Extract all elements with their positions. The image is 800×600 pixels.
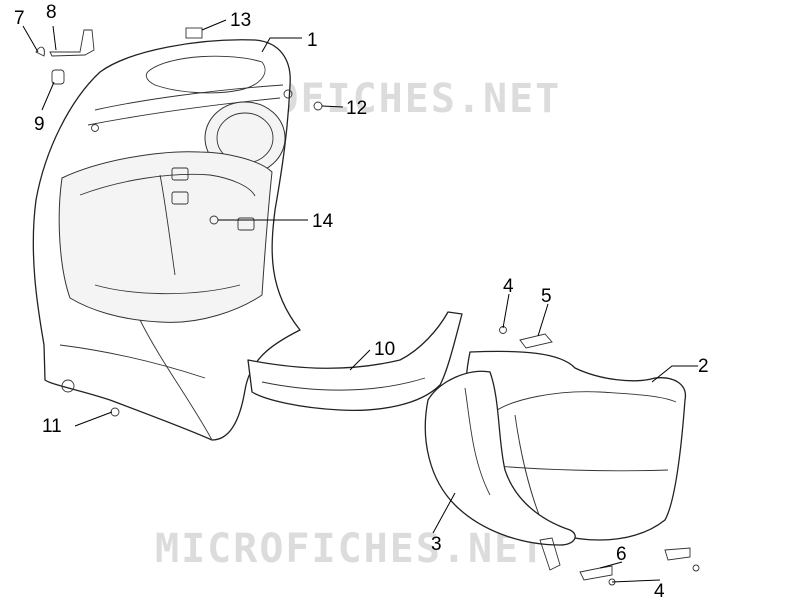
callout-4-bottom: 4 (654, 581, 665, 600)
callout-6: 6 (616, 544, 627, 565)
bracket-8-part (49, 29, 95, 57)
watermark-bottom: MICROFICHES.NET (155, 526, 546, 572)
callout-9: 9 (34, 114, 45, 135)
callout-4-top: 4 (503, 276, 514, 297)
callout-8: 8 (46, 2, 57, 23)
callout-5: 5 (541, 286, 552, 307)
callout-7: 7 (14, 8, 25, 29)
callout-11: 11 (42, 416, 62, 437)
callout-14: 14 (312, 211, 334, 232)
callout-12: 12 (346, 98, 367, 119)
front-shield-part (32, 39, 301, 441)
callout-1: 1 (307, 30, 318, 51)
callout-2: 2 (698, 356, 709, 377)
screw-11-part (110, 407, 120, 417)
callout-13: 13 (230, 10, 251, 31)
clip-5-part (519, 333, 553, 349)
left-side-panel-part (424, 370, 576, 546)
callout-10: 10 (374, 339, 395, 360)
bracket-6-part (539, 537, 691, 581)
clip-13-part (185, 27, 203, 39)
callout-3: 3 (431, 534, 442, 555)
lower-cover-part (247, 311, 463, 411)
nut-9-part (51, 69, 65, 85)
leader-lines (22, 19, 698, 583)
